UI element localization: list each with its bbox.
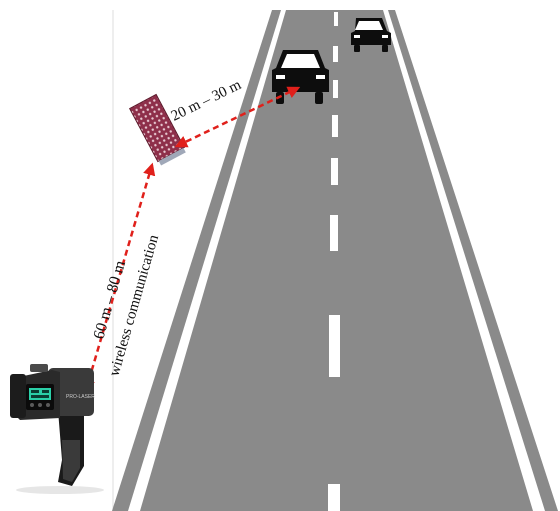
near-distance-label: 20 m – 30 m	[169, 77, 244, 125]
road	[112, 10, 558, 511]
device-brand-label: PRO-LASER	[66, 394, 95, 400]
handheld-laser-gun-icon: PRO-LASER	[10, 364, 104, 494]
